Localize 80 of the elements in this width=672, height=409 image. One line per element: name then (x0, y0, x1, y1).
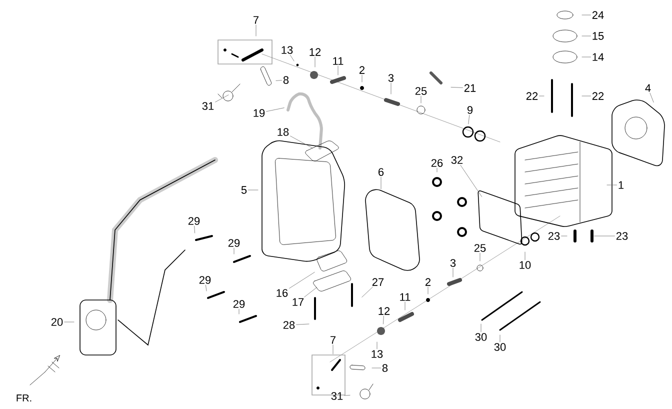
leader-line (468, 114, 470, 124)
callout-number: 26 (431, 159, 443, 167)
callout-number: 17 (292, 298, 304, 306)
callout-number: 28 (283, 321, 295, 329)
callout-number: 31 (331, 392, 343, 400)
leader-line (332, 344, 334, 354)
callout-number: 2 (360, 66, 364, 74)
callout-number: 11 (333, 57, 344, 65)
leader-line (276, 80, 282, 81)
leader-line (376, 342, 378, 350)
leader-line (450, 87, 463, 88)
leader-line (304, 287, 317, 298)
leader-line (290, 136, 313, 148)
callout-number: 29 (199, 276, 211, 284)
callout-number: 7 (330, 336, 336, 344)
callout-number: 31 (202, 102, 214, 110)
callout-number: 14 (592, 53, 604, 61)
callout-number: 4 (645, 84, 651, 92)
callout-number: 8 (382, 364, 388, 372)
callout-number: 9 (467, 106, 473, 114)
callout-number: 1 (618, 181, 624, 189)
callout-number: 7 (254, 16, 259, 24)
leader-line (582, 56, 591, 58)
leader-line (194, 226, 195, 234)
callout-number: 13 (282, 46, 293, 54)
callout-number: 15 (592, 32, 604, 40)
callout-number: 23 (616, 232, 628, 240)
callout-number: 29 (233, 300, 245, 308)
callout-number: 20 (51, 318, 63, 326)
leader-line (420, 96, 422, 104)
leader-line (383, 316, 384, 324)
leader-line (362, 286, 373, 298)
leader-line (344, 395, 350, 396)
callout-number: 30 (494, 343, 506, 351)
callout-number: 6 (378, 168, 384, 176)
leader-line (390, 82, 392, 94)
callout-number: 11 (400, 293, 410, 301)
leader-line (460, 164, 482, 197)
callout-number: 29 (188, 217, 200, 225)
callout-number: 22 (526, 92, 538, 100)
callout-number: 5 (241, 186, 247, 194)
callout-number: 25 (474, 244, 486, 252)
leader-line (524, 252, 526, 260)
callout-number: 27 (372, 278, 384, 286)
callout-number: 32 (451, 156, 463, 164)
leader-line (582, 14, 591, 16)
leader-line (404, 302, 406, 310)
leader-line (436, 168, 438, 172)
leader-line (606, 184, 617, 186)
callout-number: 12 (310, 48, 321, 56)
callout-number: 23 (548, 232, 560, 240)
leader-line (296, 324, 310, 325)
callout-number: 22 (592, 92, 604, 100)
leader-line (238, 308, 240, 314)
leader-line (314, 56, 316, 68)
callout-number: 2 (426, 278, 430, 286)
leader-line (290, 54, 294, 62)
callout-number: 10 (520, 261, 531, 269)
callout-number: 24 (592, 11, 604, 19)
leader-line (215, 94, 229, 102)
leader-line (650, 92, 654, 102)
callout-number: 13 (372, 350, 383, 358)
callout-number: 12 (378, 307, 390, 315)
callout-number: 3 (450, 259, 456, 267)
leader-line (452, 268, 454, 278)
leader-line (480, 324, 482, 332)
callout-number: 16 (276, 289, 288, 297)
callout-number: 29 (228, 239, 240, 247)
direction-label: FR. (16, 394, 32, 402)
leader-line (380, 176, 382, 190)
leader-line (266, 108, 284, 112)
callout-number: 18 (278, 128, 289, 136)
callout-number: 30 (475, 333, 487, 341)
callout-number: 19 (254, 109, 265, 117)
callout-number: 21 (464, 84, 476, 92)
callout-number: 8 (283, 76, 289, 84)
leader-line (289, 272, 315, 289)
leader-line (206, 284, 207, 292)
callout-number: 25 (415, 87, 427, 95)
callout-number: 3 (388, 74, 394, 82)
